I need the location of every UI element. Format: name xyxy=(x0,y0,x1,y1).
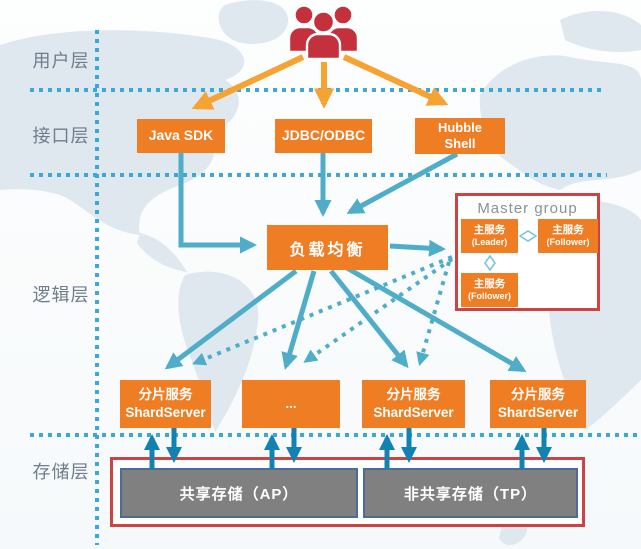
hubble-shell-box: Hubble Shell xyxy=(415,118,505,154)
non-shared-storage-tp-box: 非共享存储（TP） xyxy=(363,468,578,518)
java-sdk-to-lb-arrow xyxy=(178,153,258,254)
layer-label-storage: 存储层 xyxy=(32,462,90,482)
java-sdk-label: Java SDK xyxy=(148,127,214,144)
master-follower1-box: 主服务 (Follower) xyxy=(538,219,598,253)
layer-label-interface: 接口层 xyxy=(32,126,90,146)
shard-server-box-3: 分片服务 ShardServer xyxy=(362,380,465,428)
master-follower2-box: 主服务 (Follower) xyxy=(461,273,518,307)
shard-server-box-2: ... xyxy=(242,380,340,428)
master-group-panel: Master group 主服务 (Leader) 主服务 (Follower)… xyxy=(455,193,600,311)
shard-server-box-4: 分片服务 ShardServer xyxy=(490,380,586,428)
jdbc-odbc-label: JDBC/ODBC xyxy=(281,127,366,144)
user-to-interface-arrows xyxy=(191,54,449,110)
load-balancer-box: 负载均衡 xyxy=(267,225,388,270)
storage-panel: 共享存储（AP） 非共享存储（TP） xyxy=(110,457,585,527)
shard-server-box-1: 分片服务 ShardServer xyxy=(120,380,211,428)
master-group-title: Master group xyxy=(477,200,578,217)
java-sdk-box: Java SDK xyxy=(137,119,225,153)
interface-to-lb-arrows xyxy=(178,151,459,254)
hubble-to-lb-arrow xyxy=(346,151,459,215)
load-balancer-label: 负载均衡 xyxy=(289,241,366,259)
users-icon xyxy=(287,4,360,61)
master-to-shard-dotted-arrows xyxy=(192,255,454,367)
hubble-shell-label: Hubble xyxy=(437,119,483,135)
jdbc-odbc-box: JDBC/ODBC xyxy=(275,119,372,153)
layer-label-user: 用户层 xyxy=(32,51,90,71)
lb-to-master-arrow xyxy=(389,239,446,257)
sync-diamond-horizontal-icon xyxy=(518,230,538,242)
layer-label-logic: 逻辑层 xyxy=(32,285,90,305)
sync-diamond-vertical-icon xyxy=(484,254,496,272)
layer-divider-lines xyxy=(30,30,638,545)
master-leader-box: 主服务 (Leader) xyxy=(461,219,518,253)
shared-storage-ap-box: 共享存储（AP） xyxy=(120,468,358,518)
